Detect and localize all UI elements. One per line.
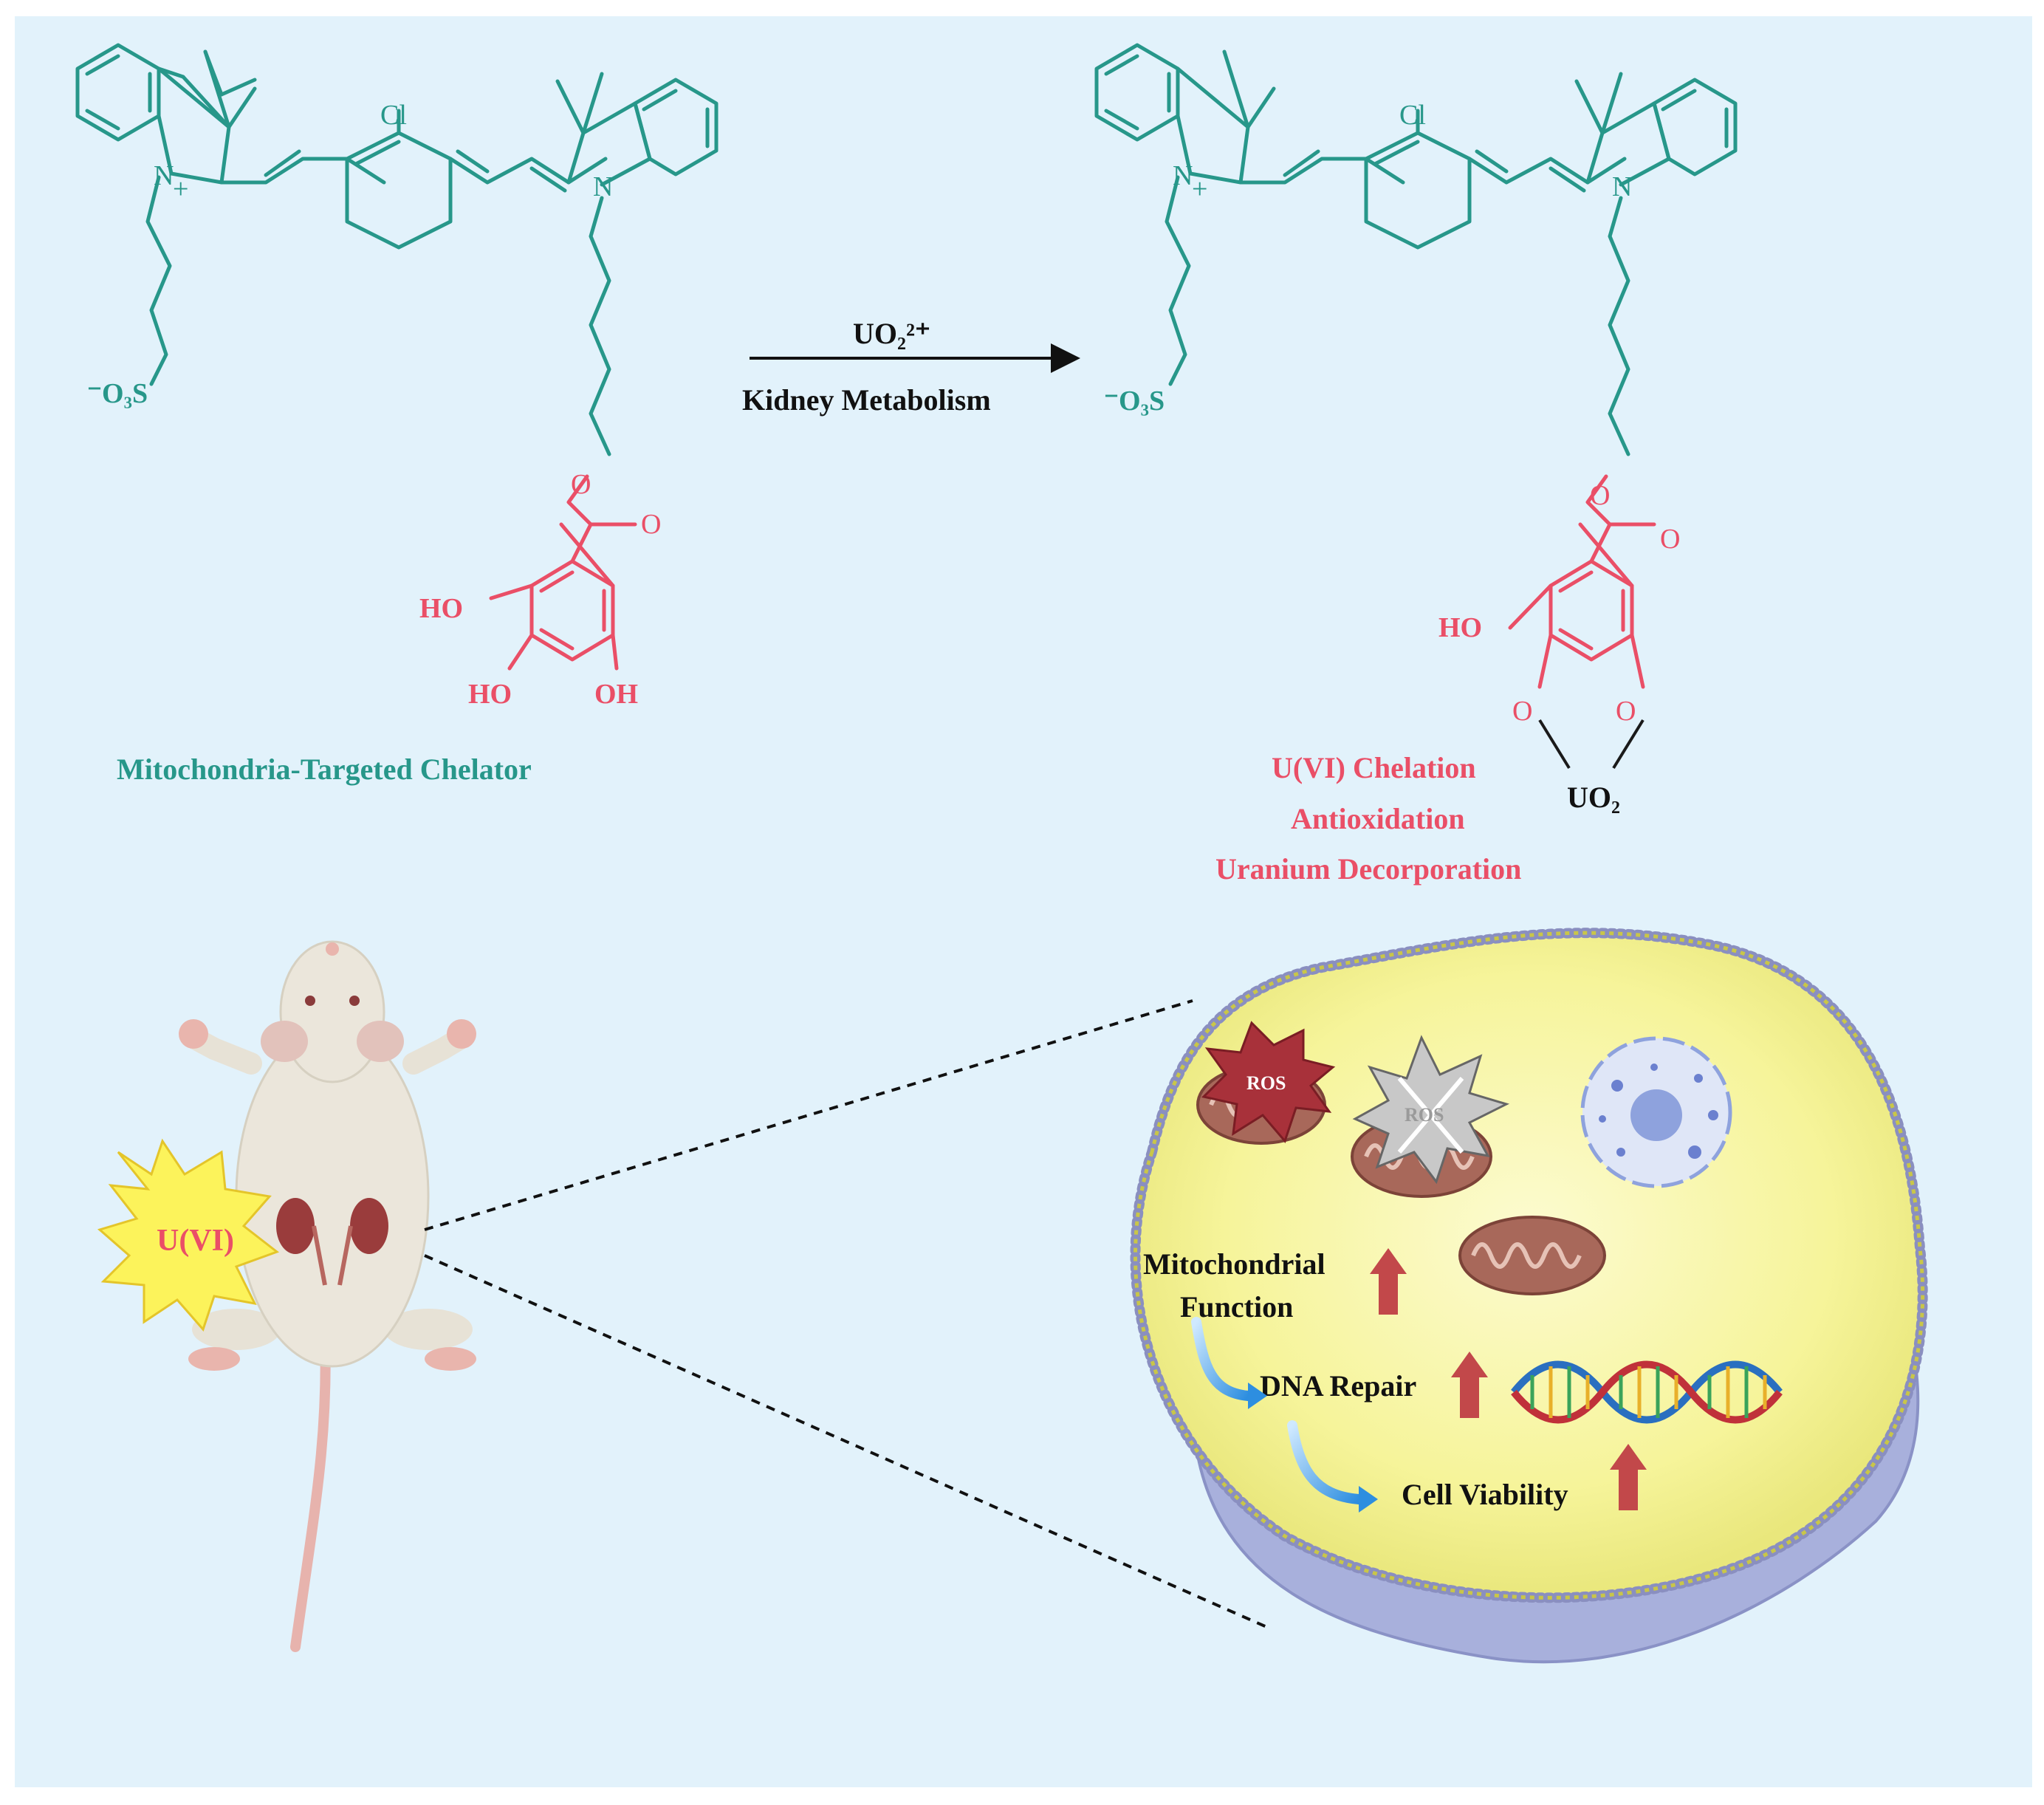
left-ho2-label: HO	[468, 679, 512, 710]
left-sulfonate-label: ⁻O₃S	[87, 378, 148, 409]
left-oh3-label: OH	[594, 679, 638, 710]
left-chelator-structure	[75, 43, 719, 671]
blue-arrow-1-head	[1248, 1383, 1267, 1409]
outcome-cell-viability: Cell Viability	[1402, 1478, 1568, 1511]
dna-helix	[1511, 1360, 1783, 1424]
blue-arrow-2	[1287, 1420, 1364, 1504]
zoom-line-bottom	[424, 1254, 1271, 1630]
blue-arrow-2-head	[1359, 1486, 1378, 1513]
left-plus-charge-label: +	[173, 174, 188, 205]
ros-burst-active	[1201, 1021, 1336, 1143]
left-carbonyl-o-label: O	[641, 509, 661, 540]
uranium-burst-label: U(VI)	[157, 1224, 234, 1258]
effect-decorporation: Uranium Decorporation	[1215, 852, 1521, 886]
right-ester-o-label: O	[1590, 480, 1610, 511]
right-ho-label: HO	[1438, 612, 1482, 643]
right-sulfonate-label: ⁻O₃S	[1104, 386, 1165, 417]
mitochondrion-3	[1458, 1216, 1606, 1295]
up-arrow-dna	[1451, 1352, 1488, 1418]
left-ho1-label: HO	[419, 593, 463, 624]
nucleus	[1580, 1036, 1732, 1188]
blue-arrow-1	[1191, 1317, 1253, 1401]
reaction-condition: Kidney Metabolism	[742, 383, 991, 417]
outcome-mito-line1: Mitochondrial	[1143, 1247, 1325, 1281]
right-o-right-label: O	[1616, 696, 1636, 727]
effect-chelation: U(VI) Chelation	[1272, 751, 1476, 784]
ros-quenched-label: ROS	[1405, 1104, 1444, 1126]
left-molecule-name: Mitochondria-Targeted Chelator	[117, 753, 532, 786]
ros-active-label: ROS	[1246, 1072, 1286, 1094]
mouse-illustration	[179, 940, 476, 1652]
right-chloro-label: Cl	[1399, 100, 1426, 131]
left-chloro-label: Cl	[380, 100, 407, 131]
up-arrow-mito	[1370, 1248, 1407, 1315]
right-n-label: N	[1612, 171, 1632, 202]
right-o-left-label: O	[1512, 696, 1532, 727]
right-uranyl-label: UO₂	[1567, 781, 1620, 814]
ros-cross-line-2	[1397, 1077, 1464, 1154]
left-n-label: N	[593, 171, 613, 202]
up-arrows	[1370, 1248, 1647, 1510]
ros-burst-quenched	[1352, 1035, 1510, 1185]
right-n-plus-label: N	[1173, 160, 1193, 191]
up-arrow-viability	[1610, 1444, 1647, 1510]
right-chelate-structure	[1094, 43, 1738, 770]
reaction-reagent: UO₂²⁺	[853, 317, 930, 350]
effect-antioxidation: Antioxidation	[1291, 802, 1465, 835]
uranium-burst	[97, 1138, 280, 1332]
left-n-plus-label: N	[154, 160, 174, 191]
left-ester-o-label: O	[571, 469, 591, 500]
right-plus-charge-label: +	[1192, 174, 1207, 205]
outcome-dna-repair: DNA Repair	[1260, 1369, 1416, 1402]
right-carbonyl-o-label: O	[1660, 524, 1680, 555]
zoom-line-top	[424, 999, 1193, 1231]
